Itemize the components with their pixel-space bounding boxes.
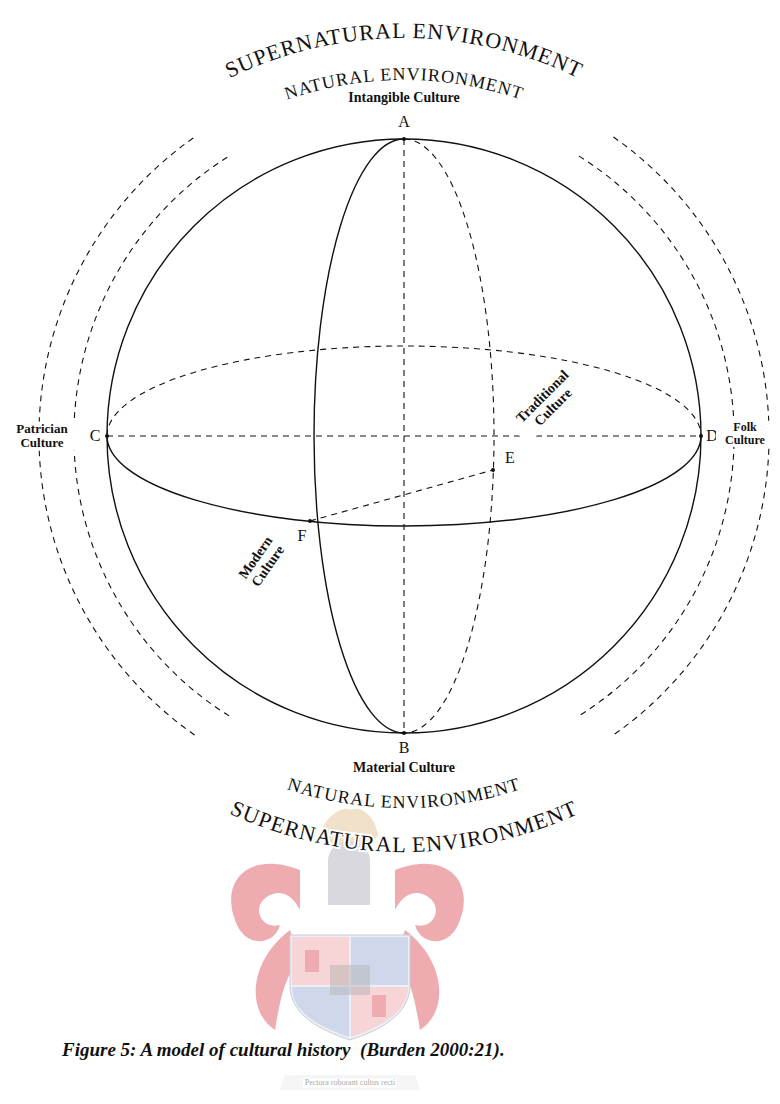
point-letter: C	[88, 427, 103, 445]
natural-ring	[74, 156, 229, 716]
axis-label: Patrician Culture	[5, 422, 79, 451]
axis-label: Modern Culture	[229, 525, 294, 600]
point-letter: A	[396, 113, 412, 131]
point-letter: B	[397, 739, 412, 757]
ring-title: NATURAL ENVIRONMENT	[285, 774, 522, 812]
natural-ring	[579, 156, 734, 716]
axis-label: Traditional Culture	[506, 360, 590, 444]
point-letter: E	[503, 449, 517, 467]
figure-caption: Figure 5: A model of cultural history (B…	[60, 1040, 507, 1061]
sphere-outline	[107, 139, 701, 733]
axis-cd	[107, 435, 701, 436]
ring-title: SUPERNATURAL ENVIRONMENT	[227, 795, 581, 857]
pole-label: Material Culture	[351, 760, 457, 775]
crest-motto: Pectora roborant cultus recti	[303, 1079, 397, 1088]
axis-ef	[310, 470, 493, 521]
axis-label: Folk Culture	[716, 421, 774, 447]
point-letter: F	[296, 527, 309, 545]
pole-label: Intangible Culture	[346, 90, 461, 105]
